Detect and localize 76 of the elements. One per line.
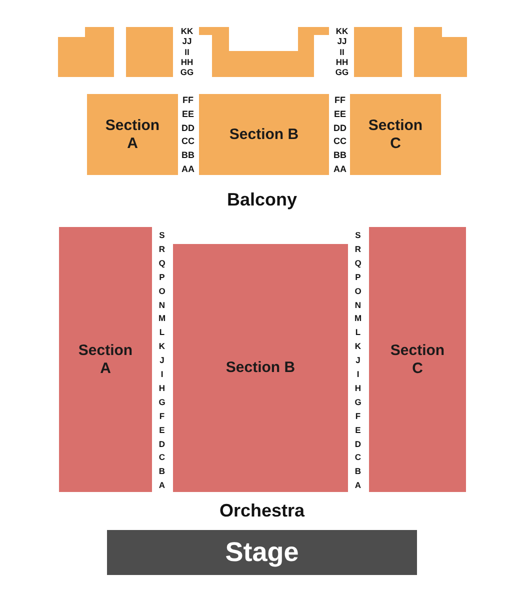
- row-label: M: [354, 313, 362, 324]
- seating-section: [350, 94, 441, 175]
- section-label: Section C: [389, 342, 446, 378]
- row-label: P: [355, 272, 361, 282]
- row-label: N: [158, 300, 166, 310]
- row-label: EE: [182, 108, 194, 119]
- row-label: JJ: [337, 36, 347, 46]
- row-label: S: [355, 230, 361, 240]
- section-label: Section A: [104, 116, 161, 152]
- row-label: B: [158, 466, 166, 476]
- row-label: II: [184, 46, 190, 57]
- row-label: A: [354, 480, 362, 490]
- row-label: K: [158, 341, 166, 352]
- row-label: HH: [336, 56, 348, 67]
- section-label: Section B: [224, 359, 296, 377]
- row-label: G: [158, 396, 166, 407]
- row-label: I: [160, 369, 164, 379]
- stage-label: Stage: [225, 537, 299, 568]
- section-label: Section A: [77, 342, 134, 378]
- row-label: A: [158, 480, 166, 490]
- area-label: Orchestra: [219, 500, 305, 522]
- row-label: JJ: [182, 36, 192, 46]
- row-label: HH: [180, 56, 194, 67]
- row-label: DD: [182, 122, 194, 133]
- row-label: FF: [182, 95, 194, 105]
- seating-section: [173, 244, 348, 492]
- row-label: H: [158, 382, 166, 393]
- row-label: AA: [334, 164, 346, 174]
- row-label: CC: [334, 136, 346, 146]
- row-label: J: [160, 355, 164, 366]
- row-label: P: [159, 272, 165, 282]
- seating-section: [369, 227, 466, 492]
- row-label: F: [355, 410, 361, 421]
- row-label: R: [354, 244, 362, 254]
- row-label: K: [354, 341, 362, 352]
- row-label: Q: [354, 258, 362, 268]
- row-label: C: [354, 452, 362, 462]
- row-label: DD: [334, 122, 346, 133]
- row-label: FF: [334, 95, 346, 105]
- row-label: GG: [180, 67, 194, 78]
- row-label: BB: [334, 150, 346, 160]
- row-label: N: [354, 300, 362, 310]
- row-label: L: [355, 327, 361, 338]
- section-label: Section B: [228, 126, 300, 144]
- row-label: J: [356, 355, 360, 366]
- row-label: R: [158, 244, 166, 254]
- row-label: CC: [182, 136, 194, 146]
- area-label: Balcony: [226, 190, 298, 210]
- seating-section: [87, 94, 178, 175]
- row-label: KK: [336, 26, 348, 36]
- row-label: BB: [182, 150, 194, 160]
- row-label: B: [354, 466, 362, 476]
- row-label: KK: [180, 26, 194, 36]
- row-label: D: [354, 438, 362, 448]
- row-label: L: [159, 327, 165, 338]
- row-label: EE: [334, 108, 346, 119]
- row-label: I: [356, 369, 360, 379]
- row-label: S: [159, 230, 165, 240]
- row-label: O: [158, 286, 166, 296]
- row-label: G: [354, 396, 362, 407]
- row-label: D: [158, 438, 166, 448]
- row-label: F: [159, 410, 165, 421]
- row-label: Q: [158, 258, 166, 268]
- row-label: AA: [182, 164, 194, 174]
- stage-area: [107, 530, 417, 575]
- row-label: C: [158, 452, 166, 462]
- row-label: GG: [335, 67, 349, 78]
- section-label: Section C: [367, 116, 424, 152]
- row-label: M: [158, 313, 166, 324]
- row-label: E: [355, 424, 361, 435]
- seating-section: [59, 227, 152, 492]
- row-label: O: [354, 286, 362, 296]
- row-label: H: [354, 382, 362, 393]
- row-label: E: [159, 424, 165, 435]
- seating-section: [199, 94, 329, 175]
- row-label: II: [340, 46, 344, 57]
